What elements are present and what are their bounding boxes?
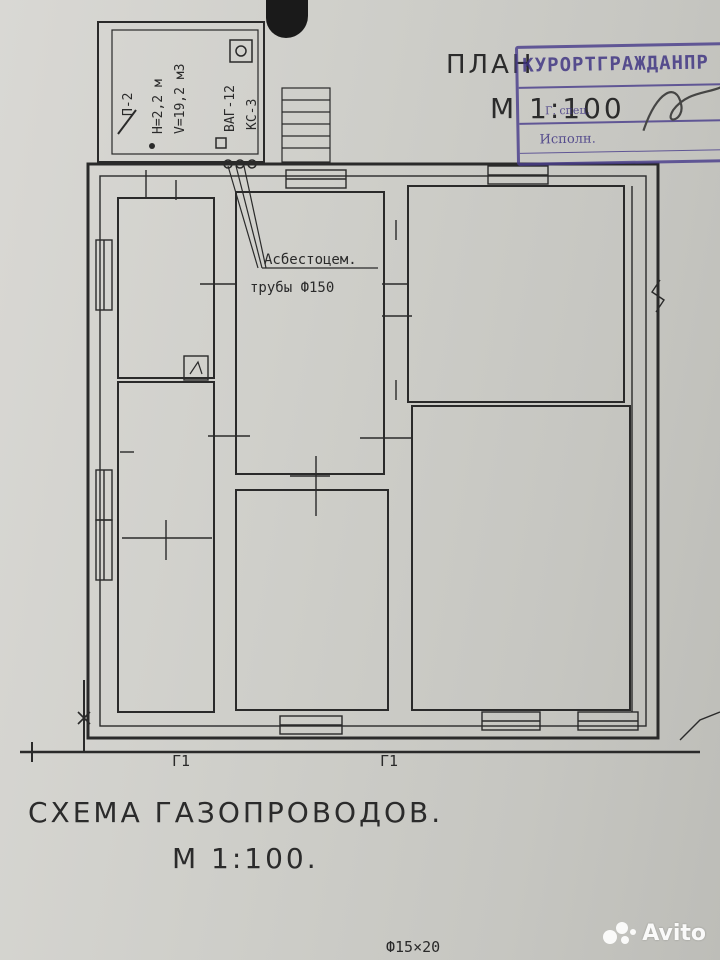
label-stove: КС-3 bbox=[245, 99, 260, 130]
stamp-organization: КУРОРТГРАЖДАНПР bbox=[522, 51, 710, 77]
room-left-lower bbox=[117, 381, 215, 713]
plan-scale: М 1:100 bbox=[490, 92, 625, 125]
tick-marks bbox=[120, 170, 412, 560]
stamp-row-chief: Г. спец. bbox=[544, 103, 591, 118]
pipe-circle-3 bbox=[247, 159, 257, 169]
scheme-title: СХЕМА ГАЗОПРОВОДОВ. bbox=[28, 796, 444, 829]
pipe-circle-2 bbox=[235, 159, 245, 169]
gas-line-label-2: Г1 bbox=[380, 752, 398, 770]
room-right-upper bbox=[407, 185, 625, 403]
plan-title: ПЛАН bbox=[446, 50, 535, 80]
pipe-note: Асбестоцем. трубы Ф150 bbox=[250, 252, 357, 296]
annexe-room bbox=[97, 21, 265, 163]
pipe-note-line1: Асбестоцем. bbox=[264, 252, 357, 268]
stamp-row-executor: Исполн. bbox=[539, 131, 596, 148]
window-bottom-right-2 bbox=[577, 711, 639, 731]
window-note: Ф15×20 bbox=[386, 938, 440, 956]
corner-break bbox=[679, 711, 720, 741]
gas-line-label-1: Г1 bbox=[172, 752, 190, 770]
label-valve: ВАГ-12 bbox=[223, 85, 238, 132]
gas-line-labels: Г1 Г1 bbox=[172, 752, 398, 770]
window-bottom-center bbox=[279, 715, 343, 735]
stair-hatch bbox=[281, 87, 331, 163]
avito-logo-icon bbox=[603, 922, 637, 944]
window-top-right bbox=[487, 165, 549, 185]
label-volume: V=19,2 м3 bbox=[173, 64, 188, 134]
stove-box bbox=[183, 355, 209, 381]
right-wall-break bbox=[651, 279, 665, 313]
window-left-2 bbox=[95, 469, 113, 521]
signature bbox=[642, 86, 720, 132]
scheme-scale: М 1:100. bbox=[172, 842, 319, 875]
room-right-lower bbox=[411, 405, 631, 711]
room-center-upper bbox=[235, 191, 385, 475]
label-height: Н=2,2 м bbox=[151, 79, 166, 134]
asbestos-pipe-3 bbox=[243, 165, 267, 269]
label-boiler: П-2 bbox=[121, 93, 136, 116]
window-left-1 bbox=[95, 239, 113, 311]
room-left-upper bbox=[117, 197, 215, 379]
window-left-3 bbox=[95, 519, 113, 581]
pipe-note-line2: трубы Ф150 bbox=[250, 280, 334, 296]
annexe-inner bbox=[111, 29, 259, 155]
avito-text: Avito bbox=[642, 920, 706, 946]
room-center-lower bbox=[235, 489, 389, 711]
pipe-circle-1 bbox=[223, 159, 233, 169]
window-bottom-right-1 bbox=[481, 711, 541, 731]
asbestos-pipe-1 bbox=[227, 165, 259, 269]
window-top-center bbox=[285, 169, 347, 189]
annexe-labels: П-2 Н=2,2 м V=19,2 м3 ВАГ-12 КС-3 bbox=[121, 64, 260, 134]
punch-hole bbox=[266, 0, 308, 38]
outer-wall bbox=[86, 162, 660, 740]
organization-stamp: КУРОРТГРАЖДАНПР Г. спец. Исполн. bbox=[514, 42, 720, 166]
avito-watermark: Avito bbox=[602, 920, 706, 946]
asbestos-pipe-2 bbox=[235, 165, 263, 269]
outer-wall-inner bbox=[99, 175, 647, 727]
gas-valve-icon bbox=[77, 711, 91, 725]
boiler-icon bbox=[229, 39, 253, 63]
annexe-symbols bbox=[117, 39, 257, 169]
